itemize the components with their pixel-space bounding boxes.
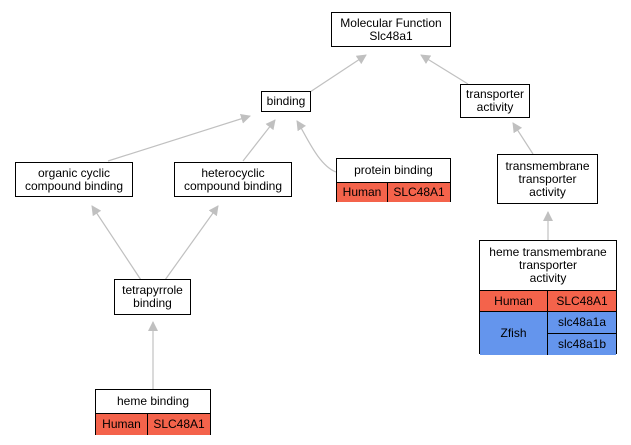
node-transporter-activity[interactable]: transporter activity: [460, 84, 530, 118]
edge-organic-cyclic-to-binding: [107, 113, 251, 162]
node-transmembrane-transporter-activity[interactable]: transmembrane transporter activity: [497, 154, 598, 204]
node-label-line2: compound binding: [24, 178, 124, 193]
node-label-line1: heterocyclic: [201, 165, 265, 180]
node-heterocyclic-compound-binding[interactable]: heterocyclic compound binding: [174, 162, 292, 197]
node-label-line2: binding: [133, 296, 172, 310]
species-cell-zfish: Zfish: [480, 312, 548, 355]
node-tetrapyrrole-binding[interactable]: tetrapyrrole binding: [114, 279, 191, 315]
species-cell-human: Human: [337, 183, 388, 202]
node-heme-transmembrane-transporter-activity[interactable]: heme transmembrane transporter activity …: [479, 240, 617, 355]
edge-binding-to-molecular-function: [309, 54, 367, 93]
node-label-line2: transporter: [518, 258, 578, 272]
node-label-line3: activity: [529, 184, 566, 199]
gene-cell[interactable]: SLC48A1: [388, 183, 450, 202]
node-molecular-function[interactable]: Molecular Function Slc48a1: [331, 12, 451, 47]
edge-transmembrane-to-transporter: [512, 122, 534, 155]
node-protein-binding[interactable]: protein binding Human SLC48A1: [336, 158, 451, 202]
species-cell-human: Human: [96, 414, 148, 435]
node-label-line2: compound binding: [183, 178, 283, 193]
node-label-line2: transporter: [518, 171, 577, 186]
gene-cell[interactable]: slc48a1b: [548, 334, 616, 355]
node-heme-binding[interactable]: heme binding Human SLC48A1: [95, 389, 211, 435]
species-cell-human: Human: [480, 291, 548, 311]
node-label: binding: [266, 94, 306, 108]
node-label-line1: transmembrane: [505, 158, 590, 173]
edge-tetrapyrrole-to-heterocyclic: [164, 205, 219, 281]
node-organic-cyclic-compound-binding[interactable]: organic cyclic compound binding: [15, 162, 133, 197]
node-binding[interactable]: binding: [261, 91, 311, 112]
edge-protein-binding-to-binding: [296, 120, 337, 173]
gene-cell[interactable]: slc48a1a: [548, 312, 616, 334]
node-label-line1: organic cyclic: [37, 165, 111, 180]
edge-heterocyclic-to-binding: [242, 119, 276, 162]
node-title: protein binding: [354, 163, 433, 177]
node-label-line2: Slc48a1: [369, 28, 413, 43]
gene-cell[interactable]: SLC48A1: [548, 291, 616, 311]
node-label-line1: Molecular Function: [340, 15, 442, 30]
node-title: heme binding: [116, 394, 190, 408]
node-label-line1: tetrapyrrole: [122, 283, 183, 297]
edge-transporter-to-molecular-function: [420, 54, 469, 85]
edge-tetrapyrrole-to-organic-cyclic: [91, 205, 142, 281]
node-title: heme transmembrane transporter activity: [480, 241, 616, 290]
node-label-line1: heme transmembrane: [489, 245, 607, 259]
node-label-line2: activity: [476, 100, 514, 114]
edges: [91, 54, 553, 389]
node-label-line1: transporter: [465, 87, 525, 101]
node-label-line3: activity: [529, 271, 567, 285]
gene-cell[interactable]: SLC48A1: [148, 414, 210, 435]
